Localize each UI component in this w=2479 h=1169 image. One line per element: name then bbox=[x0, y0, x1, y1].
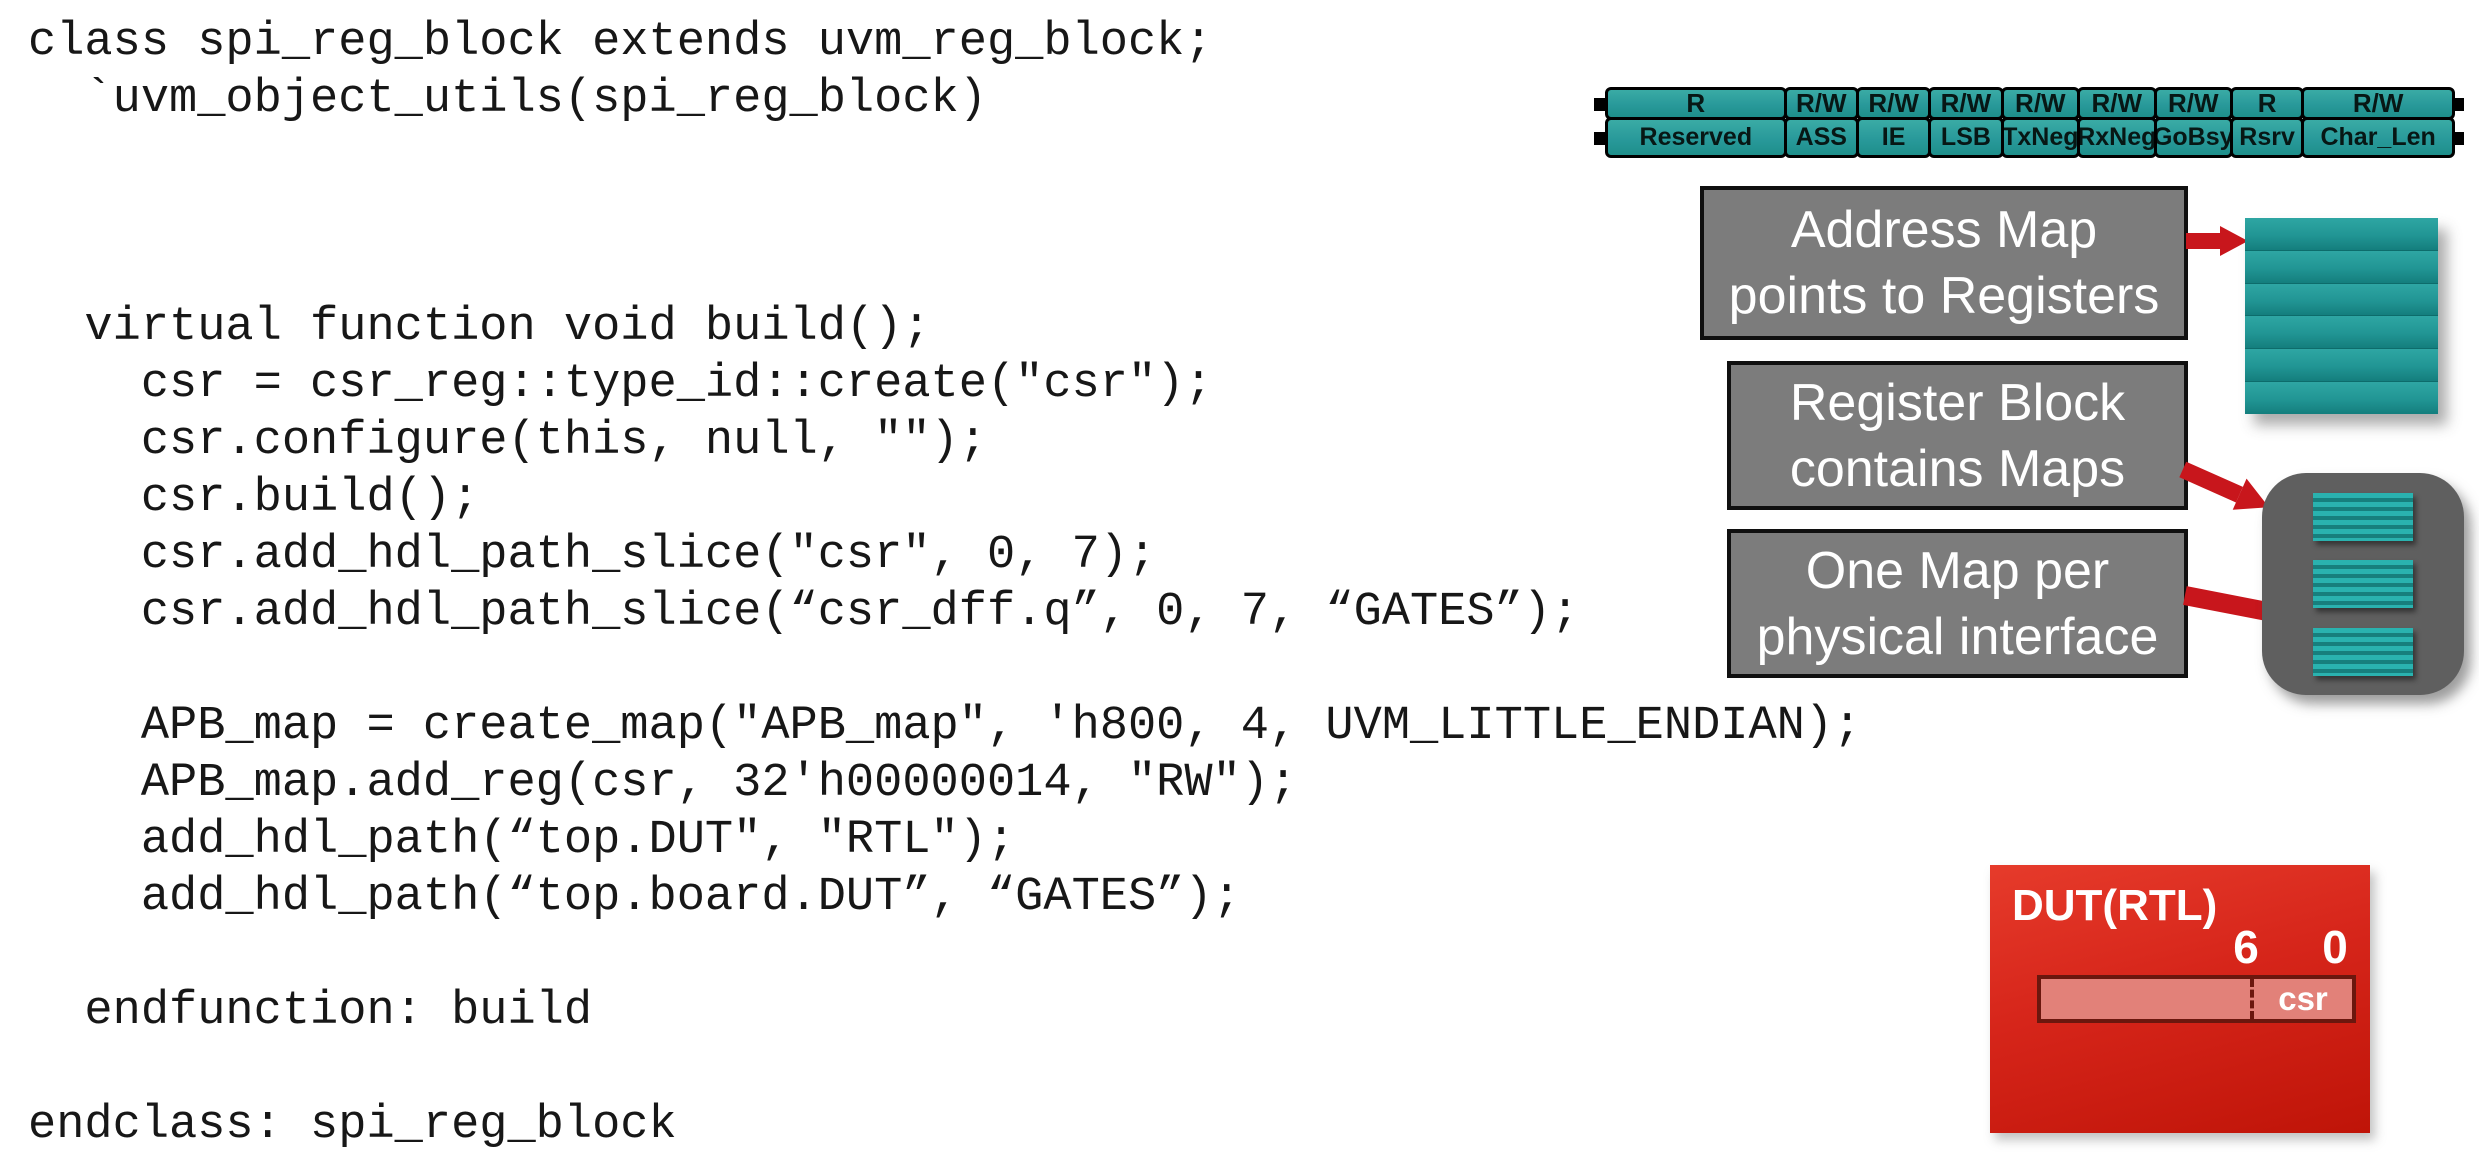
bitfield-name-label: IE bbox=[1855, 117, 1932, 158]
callout-register-block: Register Block contains Maps bbox=[1727, 361, 2188, 510]
bitfield-right-tab-top bbox=[2452, 98, 2464, 111]
dut-bit-index-high: 6 bbox=[2233, 921, 2259, 973]
map-container bbox=[2262, 473, 2464, 695]
bitfield-access-label: R/W bbox=[2000, 87, 2081, 120]
bitfield-access-label: R bbox=[2229, 87, 2305, 120]
register-slab bbox=[2245, 349, 2438, 382]
map-block bbox=[2313, 627, 2413, 676]
dut-rtl-box: DUT(RTL) csr bbox=[1990, 865, 2370, 1133]
arrow-register-block-to-maps bbox=[2176, 453, 2276, 523]
callout-one-map-line1: One Map per bbox=[1805, 541, 2110, 600]
bitfield-left-tab-top bbox=[1594, 98, 1606, 111]
callout-address-map: Address Map points to Registers bbox=[1700, 186, 2188, 340]
bitfield-right-tab-bottom bbox=[2452, 132, 2464, 145]
bitfield-name-label: TxNeg bbox=[2000, 117, 2081, 158]
bitfield-name-label: Reserved bbox=[1605, 117, 1787, 158]
dut-csr-register-bar: csr bbox=[2037, 975, 2356, 1023]
arrow-shaft bbox=[2186, 233, 2220, 249]
bitfield-name-label: Char_Len bbox=[2301, 117, 2455, 158]
dut-bit-index-low: 0 bbox=[2322, 921, 2348, 973]
bitfield-name-label: Rsrv bbox=[2229, 117, 2305, 158]
dut-csr-field: csr bbox=[2250, 979, 2352, 1019]
bitfield-access-label: R/W bbox=[2077, 87, 2157, 120]
bitfield-access-label: R/W bbox=[2301, 87, 2455, 120]
bitfield-access-label: R/W bbox=[1928, 87, 2004, 120]
arrow-head-icon bbox=[2220, 226, 2248, 256]
bitfield-name-label: LSB bbox=[1928, 117, 2004, 158]
register-slab bbox=[2245, 250, 2438, 283]
map-block bbox=[2313, 560, 2413, 608]
arrow-shaft bbox=[2179, 461, 2244, 502]
dut-title: DUT(RTL) bbox=[2012, 881, 2218, 930]
callout-address-map-line2: points to Registers bbox=[1728, 267, 2160, 325]
callout-register-block-line2: contains Maps bbox=[1789, 439, 2126, 498]
register-slab bbox=[2245, 283, 2438, 316]
callout-address-map-line1: Address Map bbox=[1790, 201, 2098, 259]
bitfield-left-tab-bottom bbox=[1594, 132, 1606, 145]
bitfield-name-label: GoBsy bbox=[2153, 117, 2233, 158]
bitfield-access-label: R/W bbox=[2153, 87, 2233, 120]
callout-one-map: One Map per physical interface bbox=[1727, 529, 2188, 678]
callout-one-map-line2: physical interface bbox=[1756, 607, 2159, 666]
bitfield-name-label: ASS bbox=[1783, 117, 1859, 158]
bitfield-access-label: R/W bbox=[1855, 87, 1932, 120]
arrow-address-map-to-registers bbox=[2186, 226, 2248, 256]
register-stack bbox=[2245, 218, 2438, 414]
code-listing: class spi_reg_block extends uvm_reg_bloc… bbox=[28, 16, 1862, 1152]
register-slab bbox=[2245, 382, 2438, 414]
bitfield-access-label: R/W bbox=[1783, 87, 1859, 120]
register-slab bbox=[2245, 316, 2438, 349]
bitfield-name-label: RxNeg bbox=[2077, 117, 2157, 158]
map-block bbox=[2313, 492, 2413, 541]
register-slab bbox=[2245, 218, 2438, 250]
bitfield-access-label: R bbox=[1605, 87, 1787, 120]
callout-register-block-line1: Register Block bbox=[1789, 373, 2126, 432]
